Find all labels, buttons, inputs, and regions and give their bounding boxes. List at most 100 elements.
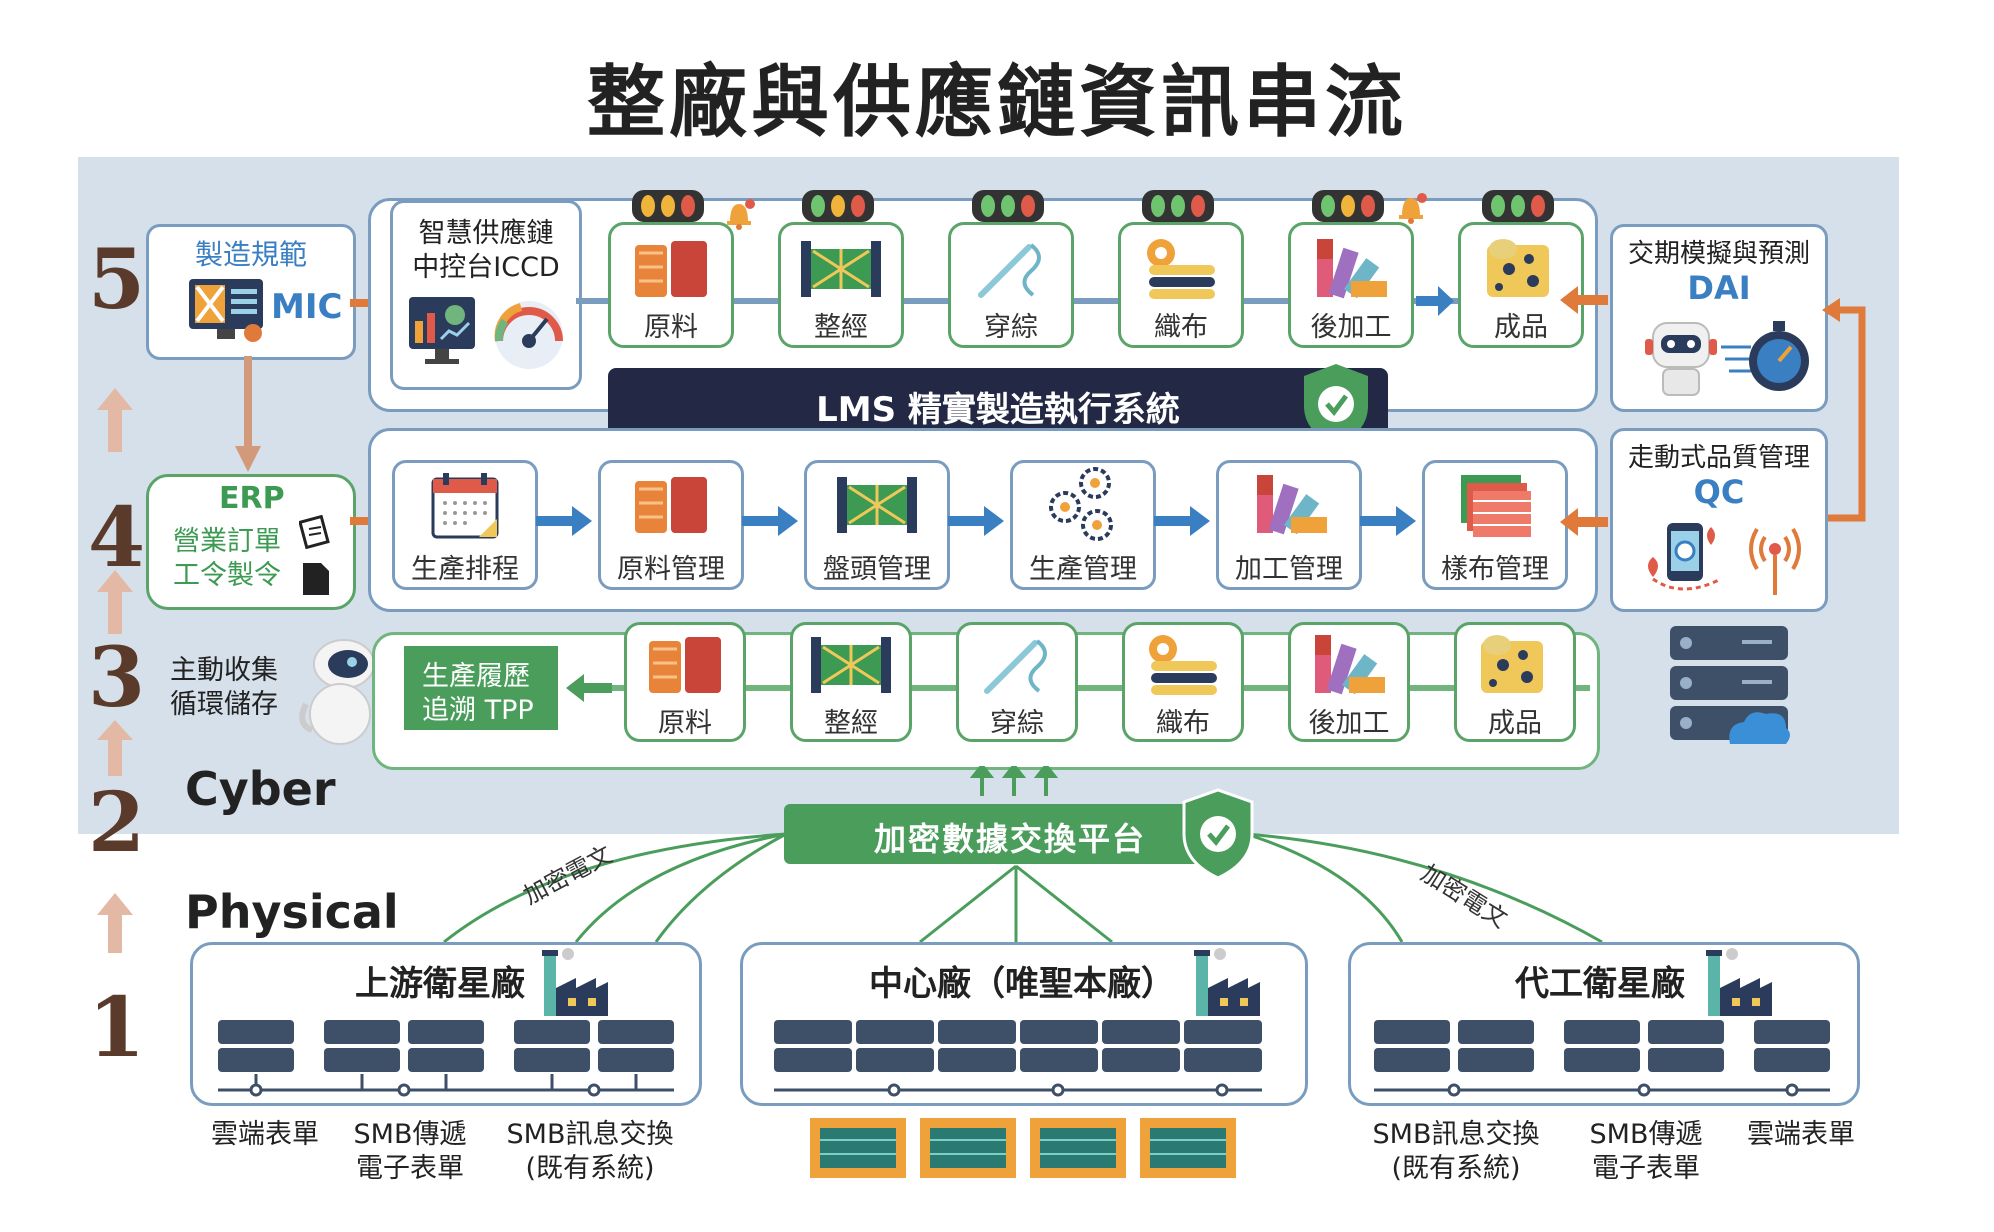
iccd-line2: 中控台ICCD [412, 252, 560, 283]
alarm-bell-icon [727, 199, 755, 230]
process-top-finished[interactable]: 成品 [1458, 222, 1584, 348]
bottom-label-line: (既有系統) [525, 1153, 655, 1184]
monitor-tools-icon [189, 279, 263, 342]
mic-box[interactable]: 製造規範 MIC [146, 224, 356, 360]
module-production-management[interactable]: 生產管理 [1010, 460, 1156, 590]
bottom-label-line: 雲端表單 [1747, 1119, 1855, 1150]
up-arrow-icon [97, 720, 133, 776]
server-rack-icon [774, 1020, 1262, 1097]
antenna-signal-icon [1749, 527, 1801, 595]
process-top-line [576, 298, 1592, 304]
factory-label: 代工衛星廠 [1515, 964, 1685, 1004]
warp-beam-icon [837, 477, 917, 533]
module-beam-management[interactable]: 盤頭管理 [804, 460, 950, 590]
process-label: 原料 [658, 708, 712, 739]
arrow-down-icon [235, 356, 261, 472]
factory-label: 中心廠（唯聖本廠） [869, 964, 1175, 1004]
needle-thread-icon [984, 639, 1047, 694]
dai-box[interactable]: 交期模擬與預測 DAI [1610, 224, 1828, 412]
arrow-left-icon [1560, 286, 1608, 314]
process-label: 後加工 [1310, 312, 1392, 343]
iccd-box[interactable]: 智慧供應鏈 中控台ICCD [390, 200, 582, 390]
process-top-weaving[interactable]: 織布 [1118, 222, 1244, 348]
factory-icon [542, 948, 608, 1016]
module-label: 原料管理 [617, 554, 725, 585]
robot-mascot-icon [299, 639, 375, 745]
layer-number-4: 4 [88, 490, 146, 586]
process-top-finishing[interactable]: 後加工 [1288, 222, 1414, 348]
color-swatch-icon [1317, 239, 1387, 299]
up-arrow-icon [97, 388, 133, 452]
module-label: 樣布管理 [1441, 554, 1549, 585]
module-label: 加工管理 [1235, 554, 1343, 585]
qc-title: 走動式品質管理 [1627, 443, 1810, 473]
color-swatch-icon [1315, 635, 1385, 695]
traffic-light-icon [632, 190, 704, 222]
fabric-stack-icon [1149, 635, 1217, 695]
dai-code: DAI [1687, 269, 1751, 307]
encrypted-platform[interactable]: 加密數據交換平台 [784, 804, 1228, 864]
trace-warping[interactable]: 整經 [790, 622, 912, 742]
process-top-raw-material[interactable]: 原料 [608, 222, 734, 348]
bottom-label-right-1: SMB訊息交換(既有系統) [1366, 1118, 1546, 1186]
gauge-icon [494, 301, 563, 369]
page-title: 整廠與供應鏈資訊串流 [586, 58, 1407, 148]
traffic-light-icon [1482, 190, 1554, 222]
mobile-location-icon [1648, 523, 1722, 591]
trace-finishing[interactable]: 後加工 [1288, 622, 1410, 742]
process-label: 整經 [814, 312, 868, 343]
erp-line2: 工令製令 [173, 560, 281, 591]
arrow-right-icon [948, 506, 1004, 536]
dashboard-screen-icon [409, 297, 475, 364]
module-production-scheduling[interactable]: 生產排程 [392, 460, 538, 590]
module-label: 生產排程 [411, 554, 519, 585]
process-top-warping[interactable]: 整經 [778, 222, 904, 348]
loom-machines-icon [810, 1118, 1236, 1178]
layer3-line1: 主動收集 [170, 655, 278, 686]
qc-box[interactable]: 走動式品質管理 QC [1610, 428, 1828, 612]
bottom-label-left-2: SMB傳遞電子表單 [340, 1118, 480, 1186]
cyber-label: Cyber [185, 762, 336, 816]
layer-number-1: 1 [88, 980, 146, 1076]
layer3-line2: 循環儲存 [170, 689, 278, 720]
trace-weaving[interactable]: 織布 [1122, 622, 1244, 742]
traffic-light-icon [972, 190, 1044, 222]
layer-number-2: 2 [88, 775, 146, 871]
trace-raw-material[interactable]: 原料 [624, 622, 746, 742]
shield-check-icon [1182, 788, 1254, 880]
arrow-left-icon [1560, 508, 1608, 536]
bottom-label-right-2: SMB傳遞電子表單 [1576, 1118, 1716, 1186]
dai-title: 交期模擬與預測 [1627, 239, 1810, 269]
traffic-light-icon [802, 190, 874, 222]
mic-code: MIC [271, 287, 343, 327]
yarn-spools-icon [635, 477, 707, 533]
trace-finished[interactable]: 成品 [1454, 622, 1576, 742]
bottom-label-right-3: 雲端表單 [1736, 1118, 1866, 1152]
server-cloud-icon [1670, 626, 1790, 744]
layer3-text: 主動收集 循環儲存 [170, 654, 278, 722]
warp-beam-icon [801, 241, 881, 297]
module-sample-management[interactable]: 樣布管理 [1422, 460, 1568, 590]
process-label: 後加工 [1308, 708, 1390, 739]
arrow-left-icon [566, 674, 612, 702]
bottom-label-left-3: SMB訊息交換(既有系統) [500, 1118, 680, 1186]
factory-icon [1706, 948, 1772, 1016]
process-label: 穿綜 [990, 708, 1044, 739]
erp-box[interactable]: ERP 營業訂單 工令製令 [146, 474, 356, 610]
arrow-right-icon [1416, 286, 1454, 316]
process-label: 織布 [1156, 708, 1210, 739]
arrow-right-icon [1154, 506, 1210, 536]
mic-title: 製造規範 [194, 238, 307, 271]
alarm-bell-icon [1399, 193, 1427, 224]
trace-drawing-in[interactable]: 穿綜 [956, 622, 1078, 742]
process-top-drawing-in[interactable]: 穿綜 [948, 222, 1074, 348]
iccd-line1: 智慧供應鏈 [418, 218, 554, 249]
physical-label: Physical [185, 885, 399, 939]
process-label: 穿綜 [984, 312, 1038, 343]
up-arrow-icon [97, 893, 133, 953]
process-bottom-line [612, 685, 1590, 691]
yarn-spools-icon [649, 637, 721, 693]
traffic-light-icon [1142, 190, 1214, 222]
tpp-box[interactable]: 生產履歷 追溯 TPP [404, 646, 558, 730]
